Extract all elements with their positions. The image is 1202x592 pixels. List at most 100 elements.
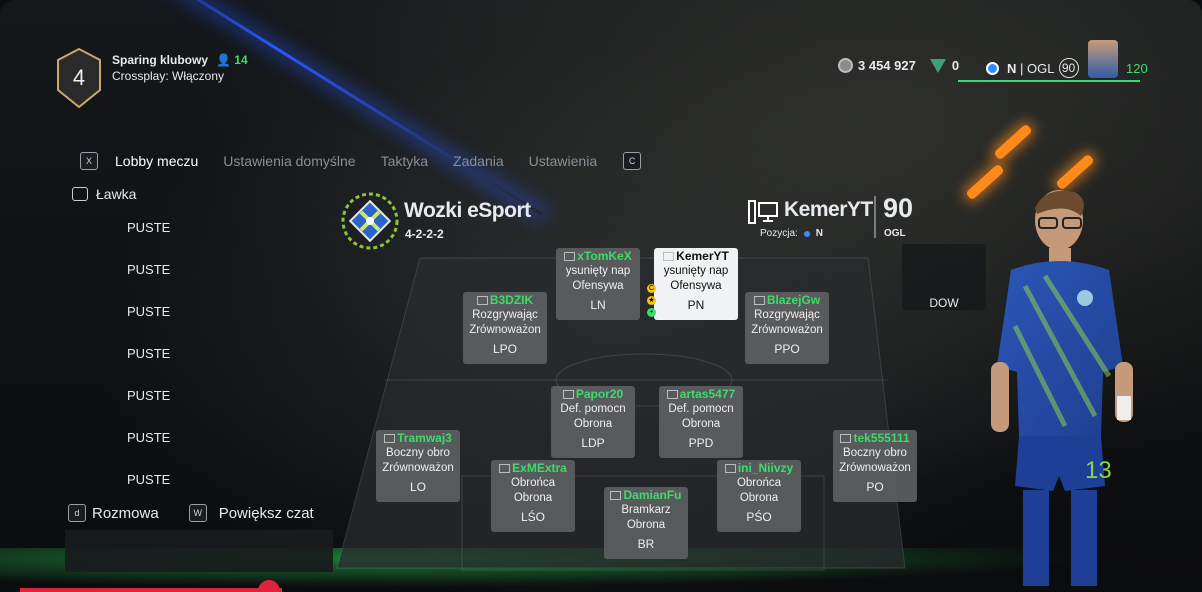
club-name: Wozki eSport — [404, 199, 531, 222]
dow-slot[interactable]: DOW — [902, 244, 986, 310]
tab-tactics[interactable]: Taktyka — [380, 153, 429, 169]
player-card-po[interactable]: tek555111 Boczny obro Zrównoważon PO — [833, 430, 917, 502]
pc-icon — [476, 296, 488, 306]
pc-icon — [724, 464, 736, 474]
chat-button[interactable]: Rozmowa — [92, 504, 159, 522]
position-dot — [803, 230, 810, 237]
bench-slot[interactable]: PUSTE — [127, 388, 171, 403]
bench-header[interactable]: Ławka — [72, 186, 136, 202]
card-player-name: artas5477 — [679, 387, 736, 401]
player-card-ldp[interactable]: Papor20 Def. pomocn Obrona LDP — [551, 386, 635, 458]
crossplay-status: Crossplay: Włączony — [112, 69, 225, 83]
ready-icon: • — [647, 308, 656, 317]
region-label: N — [1007, 60, 1017, 76]
player-card-pso[interactable]: ini_Niivzy Obrońca Obrona PŚO — [717, 460, 801, 532]
division-number: 4 — [73, 65, 85, 90]
ovr-label: OGL — [884, 228, 906, 239]
card-role: Obrońca — [736, 477, 782, 489]
match-info: Sparing klubowy👤 14 Crossplay: Włączony — [112, 52, 248, 84]
pc-platform-icon — [748, 200, 778, 224]
player-card-pn[interactable]: KemerYT ysunięty nap Ofensywa PN — [654, 248, 738, 320]
points-icon — [929, 58, 946, 73]
card-style: Obrona — [626, 519, 666, 531]
pc-icon — [562, 390, 574, 400]
card-role: Rozgrywając — [472, 309, 538, 321]
card-player-name: xTomKeX — [577, 249, 632, 263]
card-style: Zrównoważon — [469, 324, 541, 336]
card-position: LDP — [581, 436, 605, 450]
mode-title: Sparing klubowy — [112, 53, 209, 67]
card-style: Obrona — [739, 492, 779, 504]
expand-chat-button[interactable]: Powiększ czat — [218, 504, 314, 522]
card-position: PO — [866, 480, 884, 494]
bench-slot[interactable]: PUSTE — [127, 472, 171, 487]
ovr-label: OGL — [1027, 60, 1055, 76]
bench-icon — [72, 187, 88, 201]
tab-objectives[interactable]: Zadania — [453, 153, 504, 169]
avatar[interactable] — [1088, 40, 1118, 78]
card-position: PŚO — [746, 510, 772, 524]
region-icon — [986, 61, 999, 75]
wallet: 3 454 927 0 — [838, 58, 959, 73]
level-progress-bar — [958, 80, 1140, 82]
bench-slot[interactable]: PUSTE — [127, 220, 171, 235]
coins-amount: 3 454 927 — [858, 58, 916, 73]
ovr-value: 90 — [1058, 58, 1079, 78]
card-style: Ofensywa — [572, 280, 624, 292]
tab-default-settings[interactable]: Ustawienia domyślne — [223, 153, 356, 169]
position-label: Pozycja: — [760, 228, 798, 239]
player-card-lso[interactable]: ExMExtra Obrońca Obrona LŚO — [491, 460, 575, 532]
bench-slot[interactable]: PUSTE — [127, 346, 171, 361]
card-style: Obrona — [681, 418, 721, 430]
progress-knob[interactable] — [258, 580, 280, 592]
card-role: Bramkarz — [621, 504, 671, 516]
pc-icon — [663, 252, 675, 262]
tab-settings[interactable]: Ustawienia — [528, 153, 598, 169]
card-player-name: tek555111 — [853, 431, 910, 445]
pc-icon — [753, 296, 765, 306]
player-card-lpo[interactable]: B3DZIK Rozgrywając Zrównoważon LPO — [463, 292, 547, 364]
chat-box[interactable] — [65, 530, 333, 572]
club-crest-icon — [341, 192, 399, 250]
bench-title: Ławka — [96, 186, 137, 202]
card-player-name: ini_Niivzy — [737, 461, 794, 475]
player-card-ln[interactable]: xTomKeX ysunięty nap Ofensywa LN — [556, 248, 640, 320]
player-card-lo[interactable]: Tramwaj3 Boczny obro Zrównoważon LO — [376, 430, 460, 502]
card-style: Obrona — [573, 418, 613, 430]
player-card-ppd[interactable]: artas5477 Def. pomocn Obrona PPD — [659, 386, 743, 458]
svg-text:13: 13 — [1085, 457, 1112, 484]
card-position: LN — [590, 298, 606, 312]
tab-prev-key[interactable]: X — [80, 152, 98, 170]
card-player-name: BlazejGw — [766, 293, 821, 307]
card-player-name: Tramwaj3 — [397, 431, 452, 445]
card-position: LO — [409, 480, 426, 494]
pc-icon — [384, 434, 396, 444]
card-player-name: Papor20 — [575, 387, 624, 401]
card-role: Boczny obro — [386, 447, 450, 459]
bench-slot[interactable]: PUSTE — [127, 430, 171, 445]
card-role: ysunięty nap — [663, 265, 729, 277]
card-position: BR — [637, 537, 655, 551]
points-amount: 0 — [951, 58, 960, 73]
player-character-image: 13 — [991, 190, 1133, 586]
pc-icon — [840, 434, 852, 444]
card-role: Def. pomocn — [668, 403, 734, 415]
division-badge: 4 — [57, 48, 101, 108]
card-position: LPO — [492, 342, 517, 356]
star-icon: ★ — [647, 296, 656, 305]
player-card-br[interactable]: DamianFu Bramkarz Obrona BR — [604, 487, 688, 559]
card-style: Ofensywa — [670, 280, 722, 292]
expand-chat-key[interactable]: W — [188, 504, 207, 522]
player-card-ppo[interactable]: BlazejGw Rozgrywając Zrównoważon PPO — [745, 292, 829, 364]
card-role: Obrońca — [510, 477, 556, 489]
bench-slot[interactable]: PUSTE — [127, 262, 171, 277]
card-style: Zrównoważon — [382, 462, 454, 474]
tab-match-lobby[interactable]: Lobby meczu — [115, 153, 199, 169]
chat-key[interactable]: d — [68, 504, 86, 522]
bench-slot[interactable]: PUSTE — [127, 304, 171, 319]
coin-icon — [838, 58, 853, 73]
tab-next-key[interactable]: C — [623, 152, 642, 170]
card-role: Rozgrywając — [754, 309, 820, 321]
pc-icon — [666, 390, 678, 400]
